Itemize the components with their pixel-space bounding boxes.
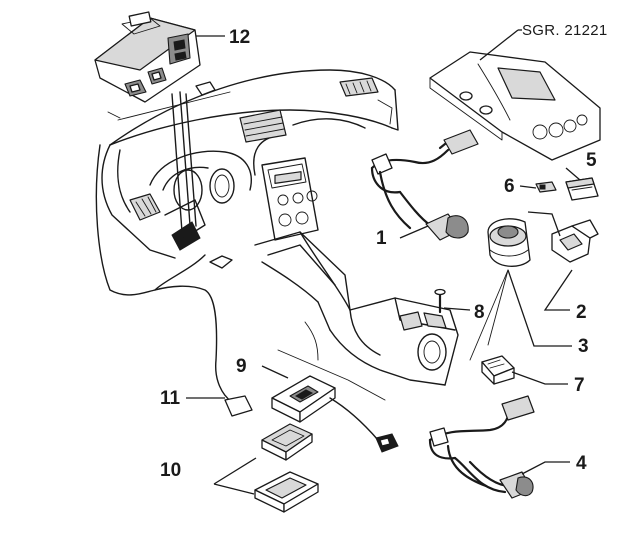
dashboard-drawing [101,69,459,401]
callout-2-bracket [527,211,561,237]
callout-1: 1 [376,228,387,249]
part-12-switch-panel [94,11,216,103]
callout-6: 6 [504,176,515,197]
callout-3: 3 [578,336,589,357]
callout-12: 12 [229,27,250,48]
part-9-control-unit [271,375,399,453]
callout-5-leader [565,167,581,181]
reference-leader [479,29,519,61]
callout-3-leader [507,269,572,347]
callout-8-leader [443,307,471,311]
part-3-rotary-switch [487,218,531,267]
part-4-wiring-harness [428,395,535,499]
trim-panel [429,51,601,161]
callout-11: 11 [160,388,181,409]
callout-1-leader [399,225,429,239]
callout-7-leader [511,371,568,385]
callout-4: 4 [576,453,587,474]
callout-2: 2 [576,302,587,323]
callout-4-leader [521,461,570,475]
part-6-clip [535,181,557,193]
callout-6-leader [519,185,537,189]
callout-10: 10 [160,460,181,481]
callout-10-leader-b [213,483,255,495]
diagram-reference-number: SGR. 21221 [522,22,608,39]
part-10-trays [254,423,319,513]
callout-9-leader [261,365,289,379]
part-11-wiring-harness [95,144,253,417]
part-7-connector [481,355,515,385]
callout-2-leader [543,269,573,311]
callout-8: 8 [474,302,485,323]
part-8-screw [434,288,446,314]
callout-10-leader-a [213,457,257,485]
callout-9: 9 [236,356,247,377]
part-1-wiring-harness [370,129,479,241]
part-2-switch [551,219,599,263]
part-5-connector [565,177,599,201]
callout-5: 5 [586,150,597,171]
callout-7: 7 [574,375,585,396]
